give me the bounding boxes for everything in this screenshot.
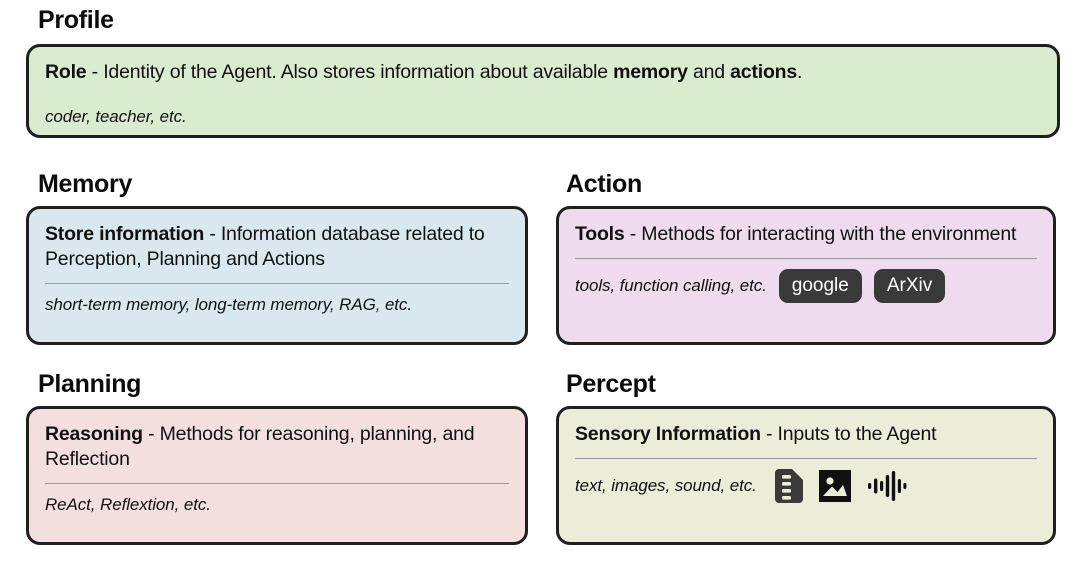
card-action: Tools - Methods for interacting with the… — [556, 206, 1056, 345]
memory-examples: short-term memory, long-term memory, RAG… — [45, 295, 412, 314]
image-icon — [818, 470, 851, 502]
percept-description-text: Inputs to the Agent — [777, 423, 937, 445]
action-description-text: Methods for interacting with the environ… — [641, 223, 1017, 245]
profile-description-part2: and — [687, 61, 731, 83]
memory-divider — [45, 283, 509, 284]
section-heading-action: Action — [566, 170, 642, 198]
action-term: Tools — [575, 223, 625, 245]
profile-footer: coder, teacher, etc. — [45, 106, 1041, 128]
card-profile: Role - Identity of the Agent. Also store… — [26, 44, 1060, 138]
profile-description: Role - Identity of the Agent. Also store… — [45, 60, 1041, 85]
profile-description-part3: . — [797, 61, 803, 83]
memory-description: Store information - Information database… — [45, 222, 509, 272]
memory-footer: short-term memory, long-term memory, RAG… — [45, 294, 509, 316]
profile-examples: coder, teacher, etc. — [45, 107, 187, 126]
section-heading-percept: Percept — [566, 370, 656, 398]
percept-footer: text, images, sound, etc. — [575, 469, 1037, 503]
profile-term: Role — [45, 61, 87, 83]
tool-chip-google[interactable]: google — [778, 269, 862, 303]
planning-description: Reasoning - Methods for reasoning, plann… — [45, 422, 509, 472]
tool-chip-arxiv[interactable]: ArXiv — [873, 269, 946, 303]
memory-term: Store information — [45, 223, 205, 245]
action-footer: tools, function calling, etc. google ArX… — [575, 269, 1037, 303]
action-description: Tools - Methods for interacting with the… — [575, 222, 1037, 247]
percept-term: Sensory Information — [575, 423, 761, 445]
planning-divider — [45, 483, 509, 484]
profile-emphasis-actions: actions — [730, 61, 798, 83]
percept-separator: - — [760, 423, 778, 445]
card-percept: Sensory Information - Inputs to the Agen… — [556, 406, 1056, 545]
percept-icon-row — [774, 469, 907, 503]
action-examples: tools, function calling, etc. — [575, 276, 767, 295]
memory-description-text: Information database related to Percepti… — [45, 223, 485, 270]
planning-examples: ReAct, Reflextion, etc. — [45, 495, 211, 514]
section-heading-memory: Memory — [38, 170, 133, 198]
planning-term: Reasoning — [45, 423, 143, 445]
profile-emphasis-memory: memory — [613, 61, 688, 83]
profile-description-part1: Identity of the Agent. Also stores infor… — [103, 61, 614, 83]
section-heading-profile: Profile — [38, 6, 114, 34]
section-heading-planning: Planning — [38, 370, 142, 398]
percept-examples: text, images, sound, etc. — [575, 476, 757, 495]
action-divider — [575, 258, 1037, 259]
percept-description: Sensory Information - Inputs to the Agen… — [575, 422, 1037, 447]
card-planning: Reasoning - Methods for reasoning, plann… — [26, 406, 528, 545]
memory-separator: - — [204, 223, 221, 245]
card-memory: Store information - Information database… — [26, 206, 528, 345]
document-icon — [774, 469, 803, 503]
profile-separator: - — [86, 61, 104, 83]
percept-divider — [575, 458, 1037, 459]
planning-separator: - — [142, 423, 160, 445]
action-separator: - — [624, 223, 642, 245]
sound-wave-icon — [867, 470, 907, 502]
planning-footer: ReAct, Reflextion, etc. — [45, 494, 509, 516]
planning-description-text: Methods for reasoning, planning, and Ref… — [45, 423, 475, 470]
